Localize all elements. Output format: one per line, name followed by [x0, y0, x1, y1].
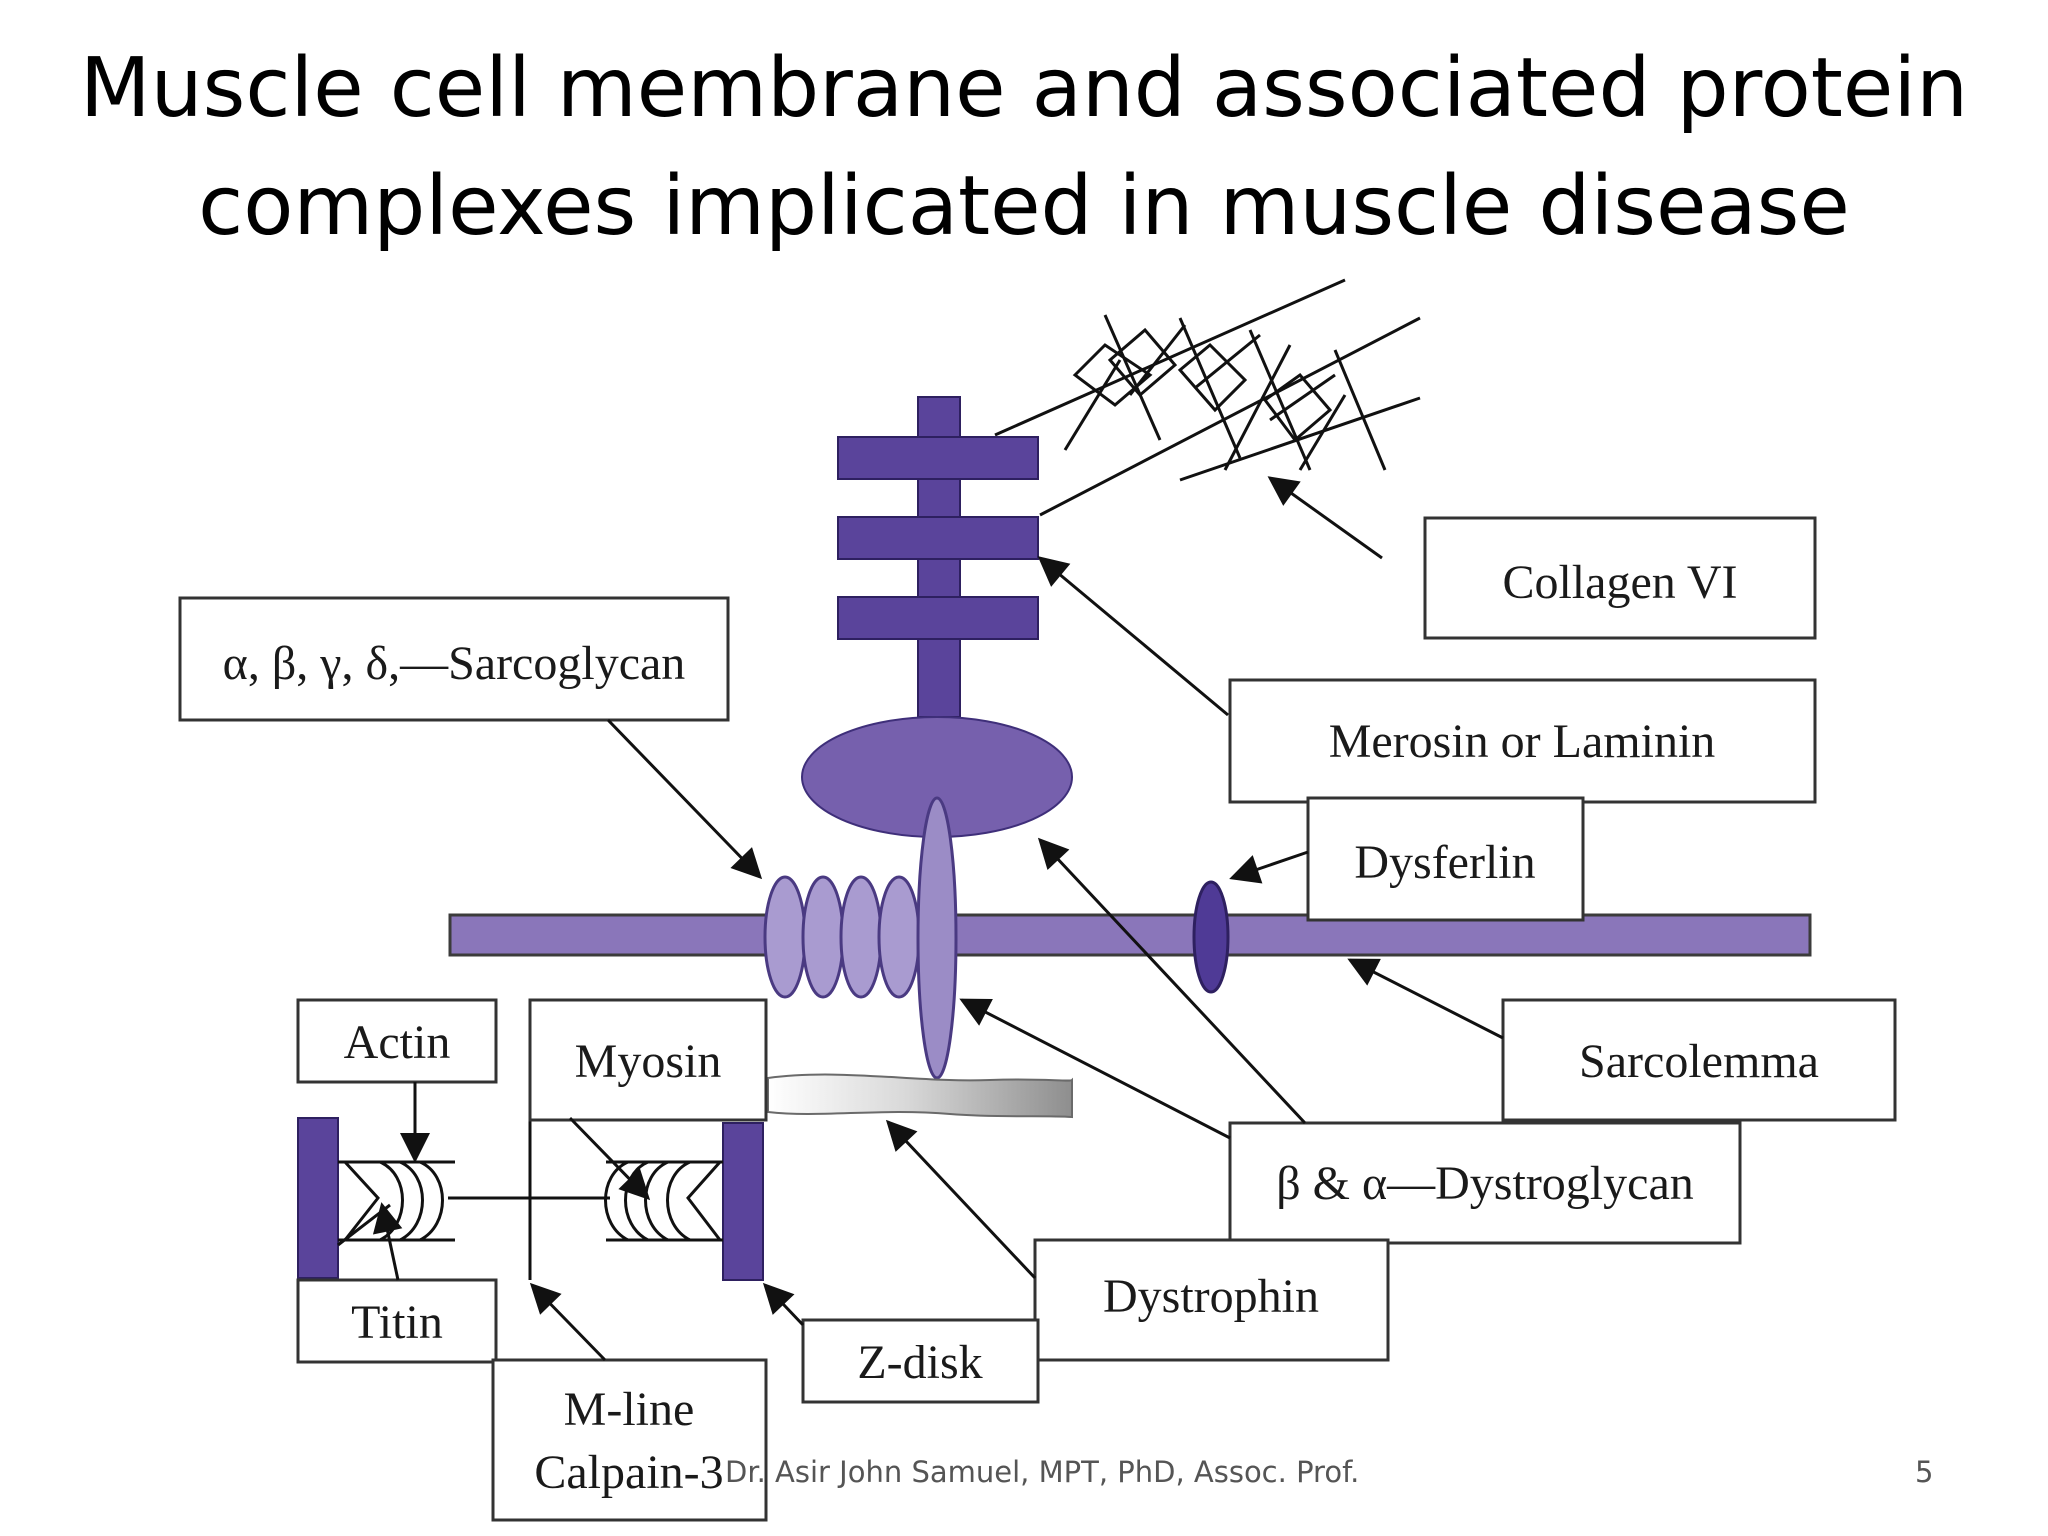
- sarcoglycan-ellipses: [763, 875, 921, 999]
- zdisk-box: [801, 1318, 1040, 1404]
- titin-label: Titin: [351, 1296, 443, 1349]
- dysferlin-ellipse: [1192, 880, 1230, 994]
- title-line-1: Muscle cell membrane and associated prot…: [79, 41, 1969, 136]
- beta-dystroglycan-ellipse: [916, 796, 958, 1080]
- merosin-label: Merosin or Laminin: [1329, 715, 1716, 768]
- dystroglycan-box: [1228, 1121, 1742, 1245]
- title-line-2: complexes implicated in muscle disease: [198, 159, 1850, 254]
- footer-author: Dr. Asir John Samuel, MPT, PhD, Assoc. P…: [725, 1455, 1360, 1489]
- dysferlin-box: [1306, 796, 1585, 922]
- calpain-label: Calpain-3: [534, 1446, 723, 1499]
- titin-box: [296, 1278, 498, 1364]
- page-number: 5: [1915, 1455, 1934, 1489]
- sarcoglycan-box: [178, 596, 730, 722]
- dysferlin-label: Dysferlin: [1354, 836, 1535, 889]
- sarcolemma-box: [1501, 998, 1897, 1122]
- leader-arrows: [372, 476, 1504, 1362]
- mline-label: M-line: [564, 1383, 695, 1436]
- merosin-box: [1228, 678, 1817, 804]
- merosin-laminin-shape: [837, 396, 1039, 718]
- sarcoglycan-label: α, β, γ, δ,—Sarcoglycan: [223, 637, 686, 690]
- collagen-mesh: [994, 278, 1421, 517]
- dystroglycan-label: β & α—Dystroglycan: [1276, 1157, 1694, 1210]
- dystrophin-box: [1033, 1238, 1390, 1362]
- slide-title: Muscle cell membrane and associated prot…: [0, 30, 2048, 266]
- actin-box: [296, 998, 498, 1084]
- myosin-label: Myosin: [575, 1035, 722, 1088]
- label-boxes: [178, 516, 1897, 1522]
- mline-box: [491, 1358, 768, 1522]
- myosin-box: [528, 998, 768, 1122]
- sarcomere: [297, 1117, 764, 1281]
- dystrophin-shape: [767, 1073, 1073, 1119]
- zdisk-label: Z-disk: [857, 1336, 982, 1389]
- sarcolemma-label: Sarcolemma: [1579, 1035, 1819, 1088]
- collagen-box: [1423, 516, 1817, 640]
- actin-label: Actin: [344, 1016, 451, 1069]
- dystrophin-label: Dystrophin: [1103, 1270, 1319, 1323]
- collagen-label: Collagen VI: [1502, 556, 1737, 609]
